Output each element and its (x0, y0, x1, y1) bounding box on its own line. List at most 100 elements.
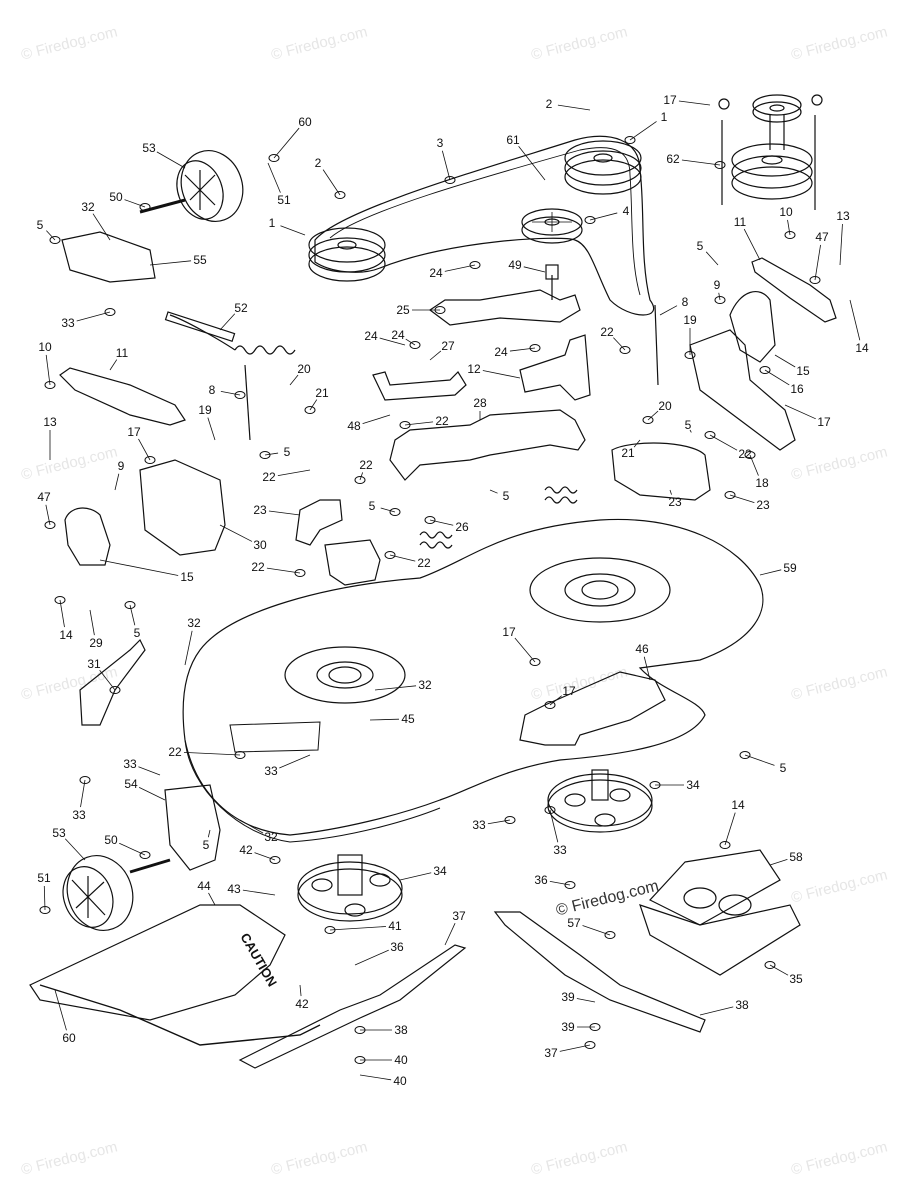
callout-c91: 50 (104, 833, 118, 847)
leader-c96 (769, 858, 788, 866)
callout-c73: 5 (133, 626, 141, 640)
callout-c39: 10 (38, 340, 52, 354)
callout-c110: 38 (735, 998, 749, 1012)
callout-c108: 39 (561, 990, 575, 1004)
leader-c66 (669, 489, 672, 495)
leader-c12 (557, 104, 591, 111)
callout-c22: 5 (696, 239, 704, 253)
leader-c104 (354, 949, 389, 966)
arm-15-left (64, 507, 111, 566)
nut-top-right (811, 94, 823, 106)
callout-c102: 37 (452, 909, 466, 923)
leader-c8 (149, 260, 192, 266)
deck-spindle-ring-left-inner (316, 661, 374, 689)
callout-c63: 23 (756, 498, 770, 512)
fastener-c5 (139, 203, 151, 211)
fastener-c51 (144, 456, 156, 464)
callout-c65: 26 (455, 520, 469, 534)
callout-c52: 19 (198, 403, 212, 417)
leader-c28 (219, 313, 236, 331)
leader-c20 (839, 223, 843, 266)
callout-c38: 17 (817, 415, 831, 429)
deck-spindle-hole-right (581, 580, 619, 600)
fastener-c21 (809, 276, 821, 284)
fastener-c55 (354, 476, 366, 484)
leader-c113 (559, 1044, 591, 1052)
leader-c5 (124, 199, 146, 208)
callout-c42: 20 (297, 362, 311, 376)
fastener-c39 (44, 381, 56, 389)
leader-c101 (329, 926, 387, 931)
shield-58 (649, 849, 781, 926)
leader-c74 (184, 630, 193, 666)
leader-c24 (849, 299, 861, 341)
deck-spindle-ring-right-inner (564, 573, 636, 607)
callout-c32: 12 (467, 362, 481, 376)
leader-c81 (183, 751, 241, 756)
callout-c28: 52 (234, 301, 248, 315)
leader-c17 (681, 159, 721, 166)
fastener-c89 (504, 816, 516, 824)
callout-c53: 5 (283, 445, 291, 459)
callout-c19: 10 (779, 205, 793, 219)
callout-c57: 18 (755, 476, 769, 490)
leader-c77 (99, 669, 116, 691)
fastener-c47 (642, 416, 654, 424)
leader-c26 (523, 266, 546, 273)
callout-c83: 5 (779, 761, 787, 775)
callout-c82: 33 (264, 764, 278, 778)
leader-c48 (689, 429, 692, 433)
callout-c80: 45 (401, 712, 415, 726)
callout-c55: 22 (359, 458, 373, 472)
fastener-c23 (714, 296, 726, 304)
callout-c66: 23 (668, 495, 682, 509)
callout-c37: 16 (790, 382, 804, 396)
fastener-c83 (739, 751, 751, 759)
fastener-c59 (44, 521, 56, 529)
fastener-c99 (564, 881, 576, 889)
fastener-c91 (139, 851, 151, 859)
leader-c110 (699, 1006, 734, 1016)
fastener-c57 (744, 451, 756, 459)
spindle-34-left (297, 854, 403, 922)
leader-c54 (277, 469, 311, 477)
leader-c4 (267, 162, 281, 193)
callout-c29: 24 (391, 328, 405, 342)
leader-c11 (441, 150, 451, 181)
blade-37-right (493, 911, 706, 1033)
idler-pulley (521, 208, 583, 244)
callout-c10: 1 (268, 216, 276, 230)
rod-52 (164, 311, 236, 342)
leader-c13 (629, 121, 657, 141)
callout-c109: 40 (394, 1053, 408, 1067)
callout-c40: 11 (115, 346, 129, 360)
leader-c80 (369, 718, 400, 721)
leader-c59 (45, 504, 51, 526)
leader-c68 (759, 569, 782, 576)
callout-c89: 33 (472, 818, 486, 832)
callout-c16: 17 (663, 93, 677, 107)
leader-c25 (444, 264, 476, 272)
arm-15-right (729, 291, 776, 363)
leader-c1 (273, 127, 300, 159)
fastener-c73 (124, 601, 136, 609)
leader-c94 (399, 872, 432, 881)
fastener-c43 (304, 406, 316, 414)
deck-spindle-hole-left (328, 666, 362, 684)
callout-c105: 35 (789, 972, 803, 986)
leader-c23 (718, 292, 721, 301)
leader-c115 (549, 809, 559, 843)
leader-c57 (749, 454, 759, 476)
leader-c58 (114, 473, 120, 491)
callout-c8: 55 (193, 253, 207, 267)
leader-c39 (45, 354, 51, 386)
leader-c55 (359, 472, 364, 481)
leader-c42 (289, 374, 299, 386)
callout-c86: 54 (124, 777, 138, 791)
leader-c60 (268, 510, 301, 516)
deck-spindle-ring-right (529, 557, 671, 623)
leader-c76 (643, 656, 651, 681)
leader-c40 (109, 359, 118, 371)
bracket-27 (372, 371, 467, 401)
